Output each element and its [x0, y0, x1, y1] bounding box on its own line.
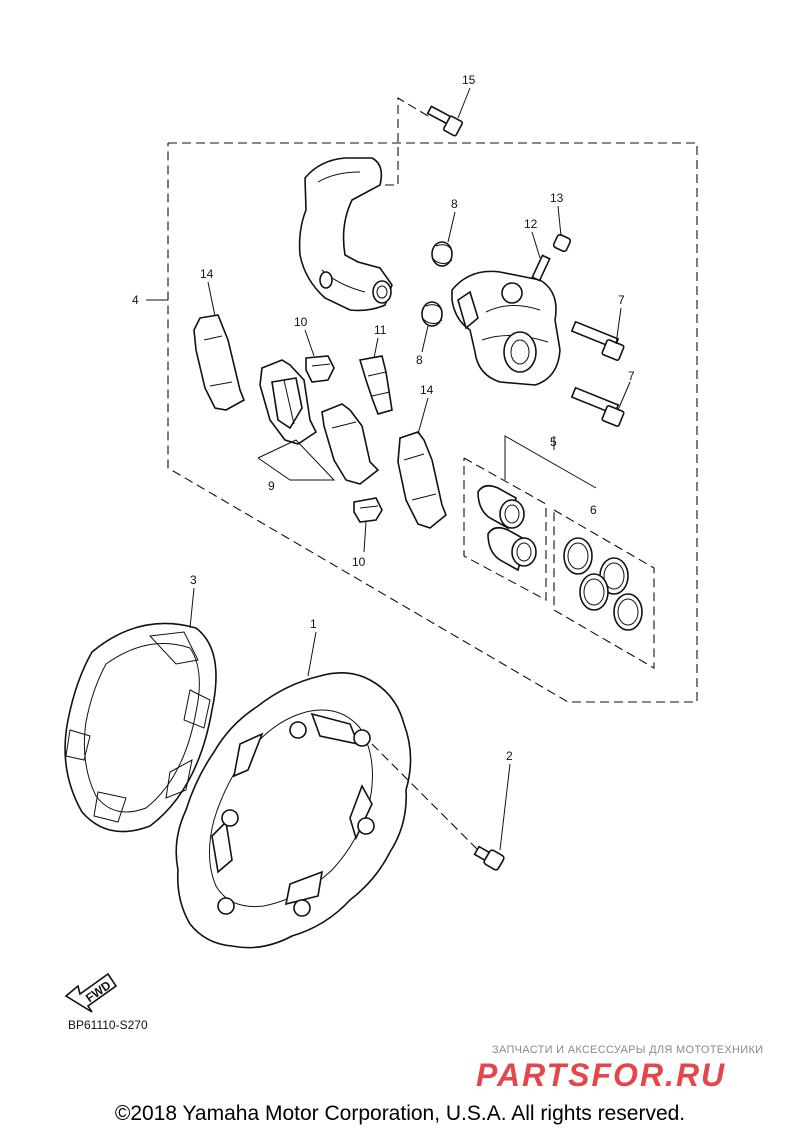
- leader-2: [499, 763, 511, 851]
- seal-kit-box: [553, 509, 655, 669]
- callout-7b: 7: [628, 369, 635, 383]
- part-10-pad-spring-lower: [353, 497, 383, 523]
- leader-3: [189, 587, 195, 629]
- leader-2-dashed: [371, 743, 481, 853]
- callout-14b: 14: [420, 383, 434, 397]
- part-9-brake-pad-rear: [321, 403, 380, 485]
- callout-2: 2: [506, 749, 513, 763]
- part-1-brake-disc: [175, 672, 412, 949]
- leader-10b: [363, 521, 367, 553]
- leader-14a: [207, 281, 216, 317]
- leader-8b: [421, 325, 429, 353]
- fwd-arrow-icon: FWD: [64, 972, 118, 1013]
- callout-12: 12: [524, 217, 538, 231]
- callout-11: 11: [374, 323, 387, 337]
- part-6-seal-rings: [563, 537, 643, 631]
- callout-5: 5: [550, 435, 557, 449]
- leader-7a: [615, 307, 622, 345]
- leader-15-label: [457, 87, 471, 119]
- part-2-disc-bolt: [473, 845, 505, 871]
- leader-14b: [417, 397, 429, 435]
- callout-6: 6: [590, 503, 597, 517]
- caliper-body: [451, 270, 561, 386]
- part-14-pad-shim-left: [193, 314, 246, 411]
- copyright-notice: ©2018 Yamaha Motor Corporation, U.S.A. A…: [114, 1102, 686, 1125]
- watermark-brand-text: PARTSFOR.RU: [476, 1057, 726, 1093]
- part-12-bleeder-screw: [531, 254, 551, 282]
- watermark-logo: PARTSFOR.RU: [476, 1057, 726, 1093]
- callout-8a: 8: [451, 197, 458, 211]
- leader-12: [531, 231, 541, 259]
- leader-10a: [304, 329, 315, 357]
- caliper-assembly-outline: [167, 142, 698, 703]
- part-13-bleeder-cap: [552, 233, 572, 253]
- callout-13: 13: [550, 191, 564, 205]
- part-5-piston-lower: [487, 526, 537, 572]
- leader-1: [307, 631, 317, 677]
- part-5-piston-upper: [477, 484, 525, 530]
- watermark-tagline: ЗАПЧАСТИ И АКСЕССУАРЫ ДЛЯ МОТОТЕХНИКИ: [492, 1044, 764, 1056]
- callout-9: 9: [268, 479, 275, 493]
- callout-7a: 7: [618, 293, 625, 307]
- leader-13: [557, 205, 562, 237]
- callout-15: 15: [462, 73, 476, 87]
- leader-15: [380, 97, 429, 186]
- leader-7b: [617, 381, 631, 411]
- callout-4: 4: [132, 293, 139, 307]
- part-8-boot-lower: [421, 301, 443, 327]
- callout-14a: 14: [200, 267, 214, 281]
- callout-8b: 8: [416, 353, 423, 367]
- part-3-disc-cover: [64, 622, 217, 833]
- callout-10b: 10: [352, 555, 366, 569]
- part-11-pad-retainer: [358, 355, 393, 415]
- leader-11: [373, 337, 379, 359]
- part-14-pad-shim-right: [397, 431, 447, 529]
- part-10-pad-spring-upper: [305, 355, 335, 383]
- part-7-caliper-pin-upper: [570, 320, 625, 361]
- leader-5: [504, 435, 597, 489]
- part-7-caliper-pin-lower: [570, 386, 625, 427]
- piston-kit-box: [463, 457, 547, 601]
- callout-3: 3: [190, 573, 197, 587]
- callout-10a: 10: [294, 315, 308, 329]
- part-8-boot-upper: [431, 241, 453, 267]
- part-15-bolt: [426, 105, 464, 137]
- diagram-code: BP61110-S270: [68, 1018, 148, 1032]
- leader-8a: [447, 211, 456, 243]
- part-9-brake-pad-front: [259, 359, 318, 445]
- caliper-bracket: [298, 157, 393, 312]
- callout-1: 1: [310, 617, 317, 631]
- leader-9: [257, 439, 336, 481]
